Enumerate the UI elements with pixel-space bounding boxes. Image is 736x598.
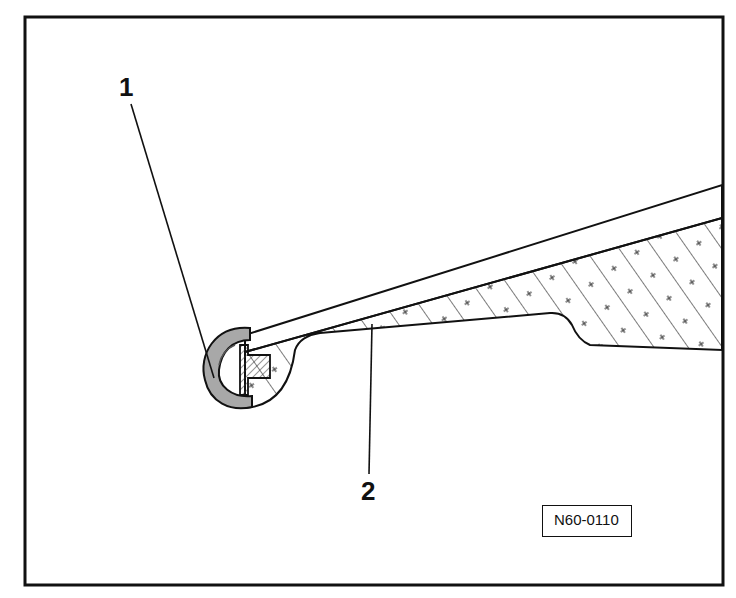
- seal-detail: [219, 345, 235, 365]
- leader-line: [131, 104, 214, 378]
- seal-foot: [240, 345, 270, 395]
- callout-number: 2: [361, 478, 375, 504]
- frame: [25, 17, 723, 585]
- leader-line: [369, 324, 372, 474]
- figure-code: N60-0110: [554, 512, 620, 529]
- callout-number: 1: [119, 74, 133, 100]
- frame-profile: [245, 218, 722, 408]
- figure-code-box: N60-0110: [542, 505, 632, 537]
